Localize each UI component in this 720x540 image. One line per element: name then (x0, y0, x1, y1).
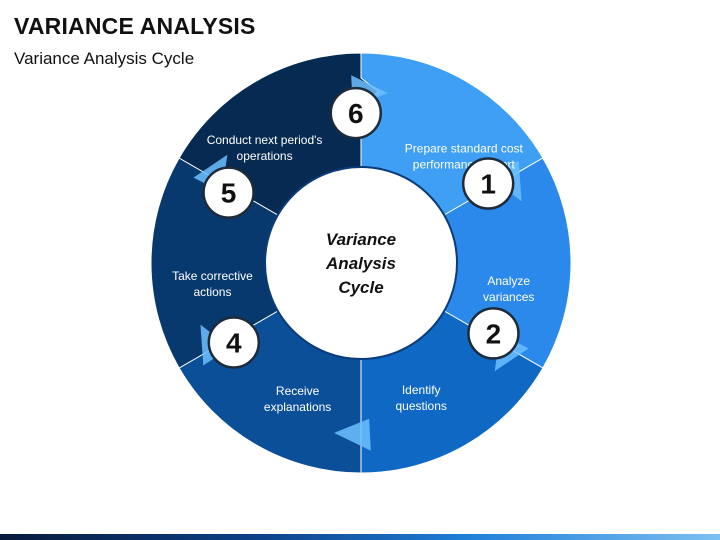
step-2-label-line-1: Analyze (487, 274, 530, 288)
step-5-label-line-1: Take corrective (172, 269, 253, 283)
step-6-number: 6 (348, 98, 364, 129)
center-hub (264, 166, 458, 360)
step-6-label-line-2: operations (237, 149, 293, 163)
step-5-number: 5 (221, 178, 237, 209)
step-1-number: 1 (480, 169, 496, 200)
step-2-number: 2 (486, 318, 502, 349)
step-4-label-line-1: Receive (276, 384, 320, 398)
page-subtitle: Variance Analysis Cycle (14, 49, 195, 68)
center-label-line-2: Analysis (325, 254, 396, 273)
cycle-arrow-tab-3 (334, 418, 371, 451)
step-4-label-line-2: explanations (264, 400, 331, 414)
step-6-number-badge (329, 86, 383, 140)
step-4-number-badge (207, 316, 261, 369)
step-3-label-line-2: questions (396, 399, 447, 413)
step-1-number-badge (461, 157, 515, 210)
step-3-label-line-1: Identify (402, 383, 441, 397)
center-label-line-1: Variance (326, 230, 396, 249)
step-6-label-line-1: Conduct next period's (207, 133, 323, 147)
footer-gradient-bar (0, 534, 720, 540)
step-2-number-badge (467, 307, 520, 360)
step-1-label-line-1: Prepare standard cost (405, 142, 524, 156)
page-title: VARIANCE ANALYSIS (14, 13, 256, 39)
step-4-number: 4 (226, 327, 242, 358)
step-5-number-badge (202, 166, 255, 219)
step-2-label-line-2: variances (483, 290, 534, 304)
step-5-label-line-2: actions (193, 285, 231, 299)
center-label-line-3: Cycle (338, 278, 383, 297)
